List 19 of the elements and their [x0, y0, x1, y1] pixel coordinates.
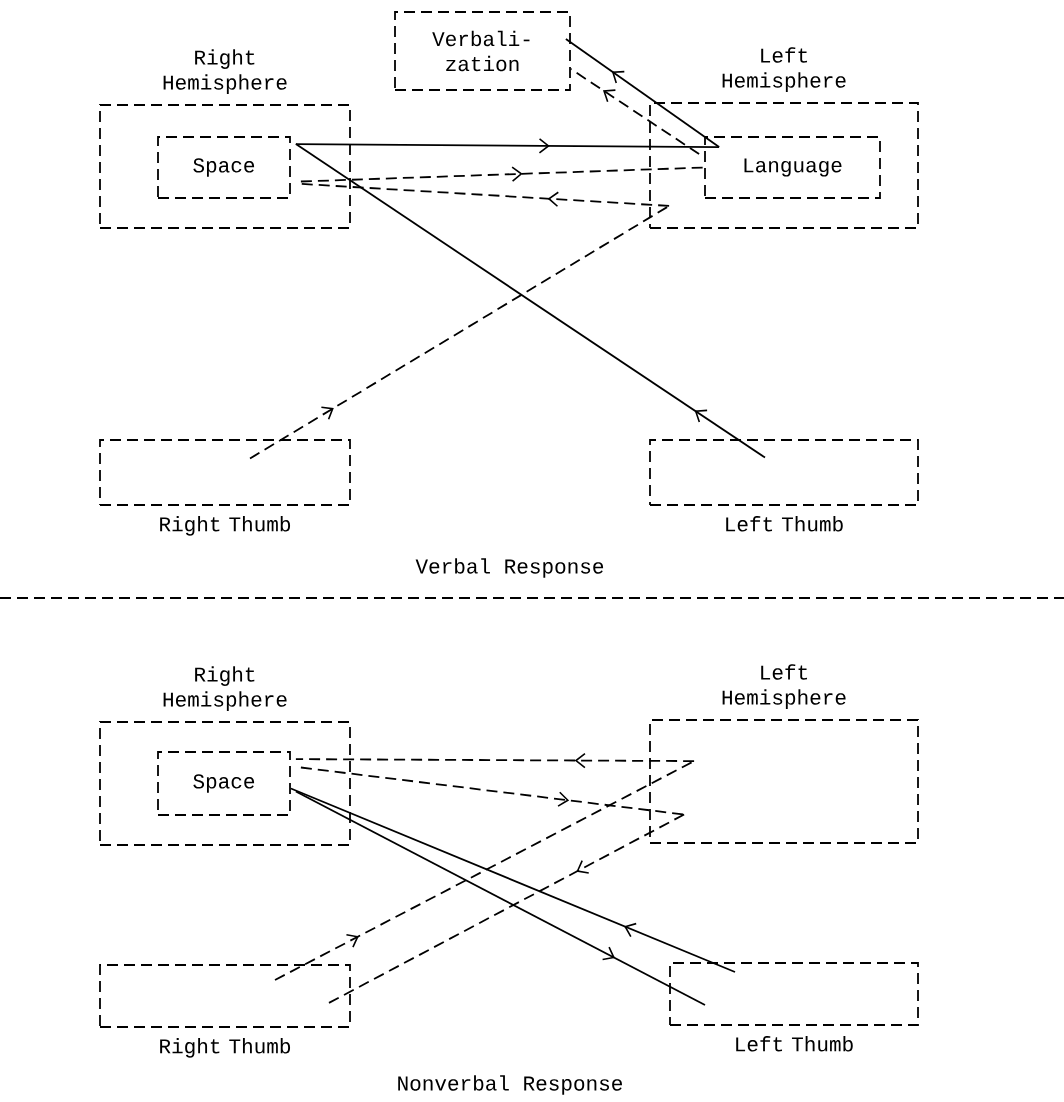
region-box: Left Thumb	[649, 439, 919, 532]
node-label: Left Hemisphere	[722, 664, 846, 709]
node-label: Left Hemisphere	[722, 47, 846, 92]
labeled-box: Verbali- zation	[394, 11, 571, 91]
node-label: Right Hemisphere	[163, 666, 287, 711]
region-box: Right Thumb	[99, 964, 351, 1058]
node-label: Right Hemisphere	[163, 49, 287, 94]
labeled-box: Language	[704, 136, 881, 199]
node-label: Right Thumb	[160, 1038, 291, 1058]
region-box: Left Thumb	[669, 962, 919, 1052]
labeled-box: Space	[157, 751, 291, 816]
panel-caption: Verbal Response	[415, 558, 604, 578]
labeled-box: Space	[157, 136, 291, 199]
node-label: Left Thumb	[736, 1036, 853, 1052]
panel-caption: Nonverbal Response	[398, 1075, 622, 1095]
region-box: Left Hemisphere	[649, 664, 919, 844]
region-box: Right Thumb	[99, 439, 351, 536]
node-label: Left Thumb	[726, 516, 843, 532]
node-label: Right Thumb	[160, 516, 291, 536]
